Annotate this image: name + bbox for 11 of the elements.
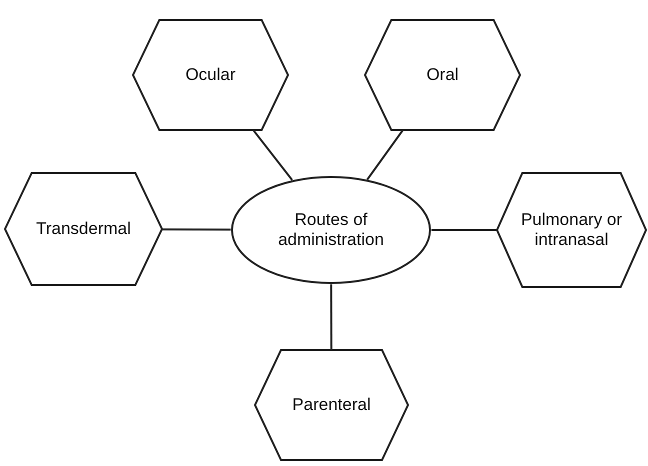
connector-line [366,129,404,180]
node-label: Oral [426,64,459,86]
node-label: Ocular [185,64,236,86]
node-label: Parenteral [292,394,371,416]
node-label: Routes of administration [277,210,385,250]
node-label: Transdermal [36,218,131,240]
connector-line [252,129,293,181]
connector-line [330,284,332,350]
connector-line [431,229,498,231]
connector-line [161,228,231,231]
node-label: Pulmonary or intranasal [520,210,624,250]
